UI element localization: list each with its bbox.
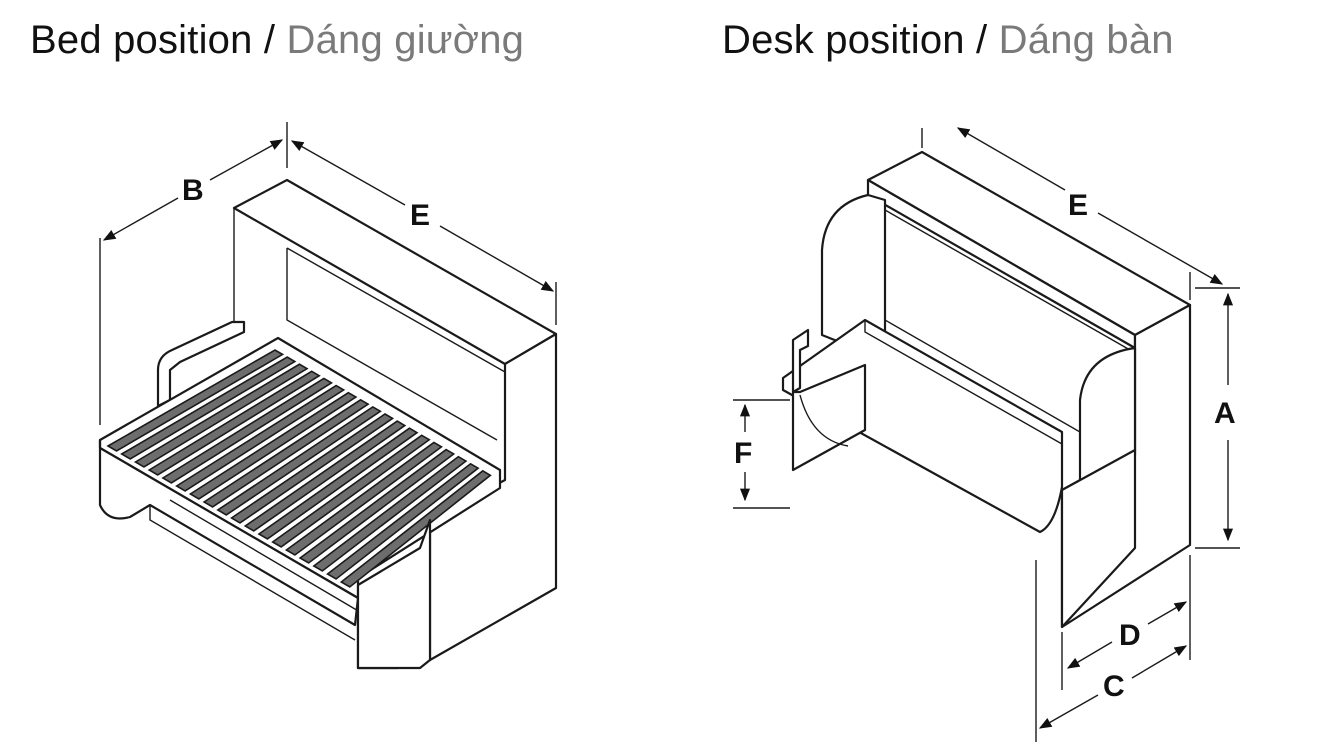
bed-slat [147,370,321,476]
bed-slat [312,455,468,572]
desk-dim-e: E [1068,189,1088,222]
bed-position-title: Bed position / Dáng giường [30,18,524,63]
bed-title-vietnamese: Dáng giường [286,18,525,62]
bed-cabinet-inner [233,208,506,441]
desk-title-vietnamese: Dáng bàn [998,18,1174,62]
desk-c-line-2 [1131,645,1188,679]
bed-cabinet-top [232,178,558,366]
desk-drawing: E A F D C [733,127,1240,742]
bed-slat [106,349,285,452]
desk-dim-a: A [1214,397,1236,430]
desk-dim-c: C [1103,670,1125,703]
bed-slat [298,448,456,564]
bed-b-line-1 [102,197,179,241]
bed-slat [120,356,297,460]
bed-e-line-1 [290,140,406,206]
desk-e-line-1 [956,127,1066,191]
bed-left-arm [156,320,246,408]
bed-slat [339,469,492,588]
bed-slat [257,427,419,540]
bed-slat [175,384,346,492]
bed-under-support [149,499,361,641]
desk-cabinet-top [866,150,1192,337]
bed-foot-panel [356,518,432,670]
desk-c-line-1 [1038,694,1099,729]
bed-title-english: Bed position / [30,18,276,62]
desk-d-line-1 [1066,641,1113,669]
bed-slat [202,398,370,508]
bed-dim-b: B [182,174,204,207]
bed-slat [216,405,382,516]
desk-dim-f: F [734,437,752,470]
desk-title-english: Desk position / [722,18,988,62]
bed-slat [133,363,309,468]
bed-slat [271,434,431,548]
desk-position-title: Desk position / Dáng bàn [722,18,1174,63]
bed-slats [106,349,492,588]
desk-d-line-2 [1147,601,1188,625]
desk-dim-d: D [1119,619,1141,652]
bed-drawing: B E [98,122,558,670]
desk-right-foot-panel [1060,448,1137,629]
desk-leg-curve [799,394,849,447]
desk-inner-back [884,200,1131,433]
bed-slat [284,441,443,556]
bed-slat [229,413,395,524]
bed-dim-e: E [410,199,430,232]
desk-e-line-2 [1097,212,1224,285]
bed-slat [161,377,334,484]
bed-slat [188,391,358,500]
bed-slat [326,462,480,580]
bed-front-rail [98,438,360,627]
desk-left-leg [791,328,867,472]
bed-slat [243,420,407,532]
bed-b-line-2 [209,139,284,181]
bed-e-line-2 [439,225,555,292]
